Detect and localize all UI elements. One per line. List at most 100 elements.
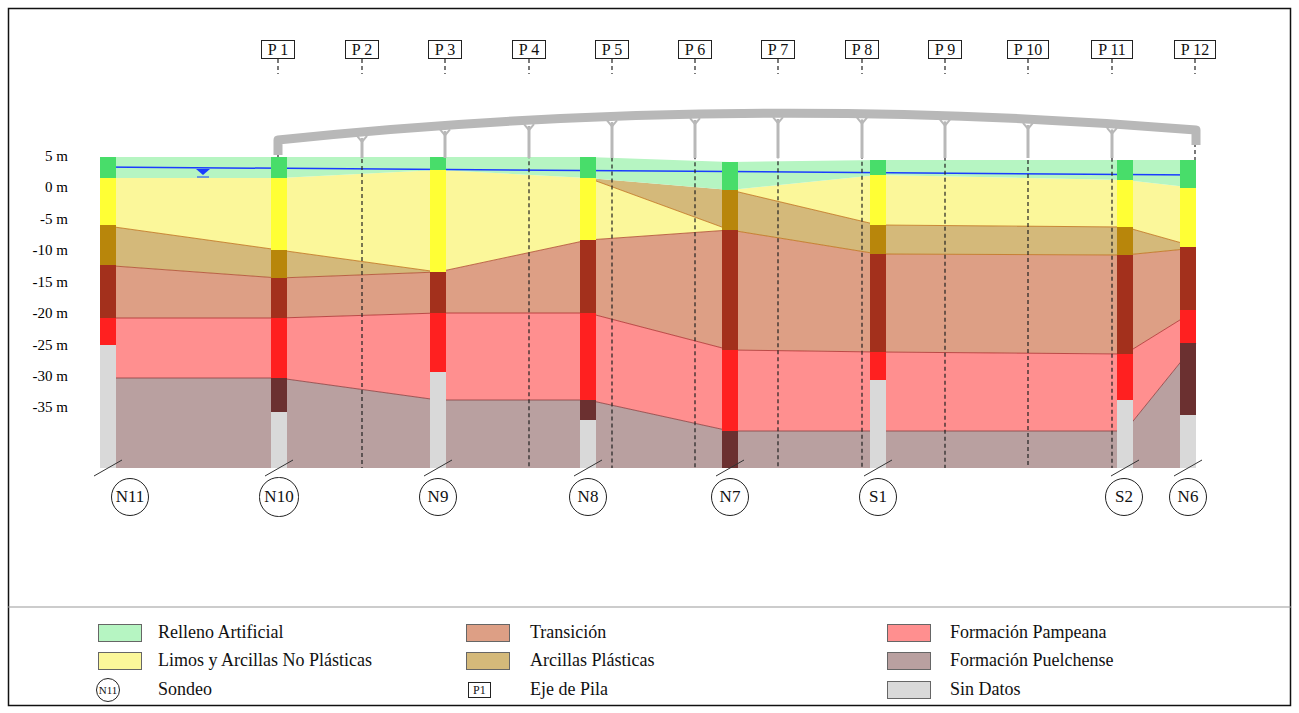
pier-axis <box>1027 59 1028 74</box>
borehole-column <box>870 254 886 352</box>
legend-swatch <box>98 652 142 670</box>
borehole-column <box>580 400 596 420</box>
pier-axis <box>777 119 778 468</box>
legend-text: Sin Datos <box>950 679 1021 700</box>
borehole-circle: S2 <box>1105 478 1143 516</box>
pier-axis <box>777 59 778 74</box>
borehole-column <box>430 313 446 372</box>
legend-text: Sondeo <box>158 679 212 700</box>
pier-axis <box>861 59 862 74</box>
pier-label: P 3 <box>435 41 455 58</box>
borehole-column <box>1180 310 1196 343</box>
pier-axis-box: P 8 <box>845 40 879 59</box>
pier-axis-box: P 11 <box>1091 40 1133 59</box>
borehole-column <box>1180 188 1196 247</box>
pier-label: P 1 <box>268 41 288 58</box>
pier-axis <box>944 59 945 74</box>
borehole-column <box>722 431 738 468</box>
depth-label: -20 m <box>8 305 68 322</box>
pier-axis <box>277 59 278 74</box>
borehole-label: N8 <box>578 487 599 507</box>
pier-axis <box>361 138 362 468</box>
borehole-column <box>1117 227 1133 255</box>
depth-label: -25 m <box>8 337 68 354</box>
legend-text: Eje de Pila <box>530 679 608 700</box>
pier-axis-box: P 2 <box>345 40 379 59</box>
pier-axis <box>694 120 695 468</box>
borehole-column <box>100 178 116 225</box>
legend-swatch <box>887 624 931 642</box>
pier-axis <box>1111 130 1112 468</box>
pier-column <box>694 120 697 158</box>
borehole-column <box>100 225 116 265</box>
pier-label: P 7 <box>768 41 788 58</box>
borehole-base-tick <box>265 460 293 476</box>
borehole-base-tick <box>574 460 602 476</box>
borehole-column <box>722 162 738 190</box>
pier-axis <box>861 120 862 468</box>
borehole-column <box>430 170 446 272</box>
pier-label: P 11 <box>1098 41 1126 58</box>
pier-column <box>944 122 947 158</box>
borehole-column <box>1180 160 1196 188</box>
legend-swatch <box>466 624 510 642</box>
borehole-column <box>1180 415 1196 468</box>
pier-column <box>861 120 864 158</box>
pier-column <box>528 126 531 158</box>
depth-label: 0 m <box>8 179 68 196</box>
borehole-column <box>271 157 287 178</box>
pier-label: P 9 <box>935 41 955 58</box>
borehole-column <box>271 378 287 412</box>
legend-text: Limos y Arcillas No Plásticas <box>158 650 372 671</box>
borehole-column <box>271 278 287 318</box>
borehole-column <box>870 352 886 380</box>
borehole-column <box>580 178 596 240</box>
borehole-column <box>271 250 287 278</box>
borehole-column <box>271 318 287 378</box>
depth-label: 5 m <box>8 148 68 165</box>
borehole-base-tick <box>94 460 122 476</box>
pier-axis-box: P 1 <box>261 40 295 59</box>
legend-text: Transición <box>530 622 606 643</box>
pier-column <box>444 131 447 158</box>
borehole-base-tick <box>1111 460 1139 476</box>
borehole-base-tick <box>716 460 744 476</box>
legend-swatch <box>887 652 931 670</box>
borehole-column <box>430 372 446 468</box>
legend-sample-label: N11 <box>99 684 118 696</box>
borehole-column <box>580 157 596 178</box>
borehole-circle: N11 <box>111 478 150 517</box>
pier-axis <box>1111 59 1112 74</box>
borehole-column <box>271 178 287 250</box>
borehole-label: N7 <box>720 487 741 507</box>
pier-axis <box>944 122 945 468</box>
borehole-column <box>1117 180 1133 227</box>
pier-axis-box: P 10 <box>1007 40 1049 59</box>
pier-label: P 12 <box>1181 41 1209 58</box>
borehole-column <box>430 157 446 170</box>
borehole-column <box>1117 160 1133 180</box>
borehole-column <box>1117 354 1133 400</box>
borehole-label: N6 <box>1178 487 1199 507</box>
borehole-column <box>870 225 886 254</box>
borehole-column <box>430 272 446 313</box>
borehole-label: S1 <box>869 487 887 507</box>
pier-column <box>361 138 364 158</box>
borehole-label: N11 <box>116 487 145 507</box>
borehole-column <box>1180 343 1196 415</box>
pier-axis <box>1194 59 1195 74</box>
borehole-column <box>1117 255 1133 354</box>
legend-text: Relleno Artificial <box>158 622 283 643</box>
pier-label: P 2 <box>352 41 372 58</box>
borehole-column <box>580 313 596 400</box>
pier-label: P 5 <box>602 41 622 58</box>
borehole-circle: N10 <box>259 477 298 516</box>
borehole-column <box>870 160 886 175</box>
pier-axis <box>528 59 529 74</box>
pier-axis-box: P 12 <box>1174 40 1216 59</box>
pier-axis-box: P 3 <box>428 40 462 59</box>
legend-pier-sample: P1 <box>468 682 491 698</box>
borehole-circle: S1 <box>859 478 897 516</box>
